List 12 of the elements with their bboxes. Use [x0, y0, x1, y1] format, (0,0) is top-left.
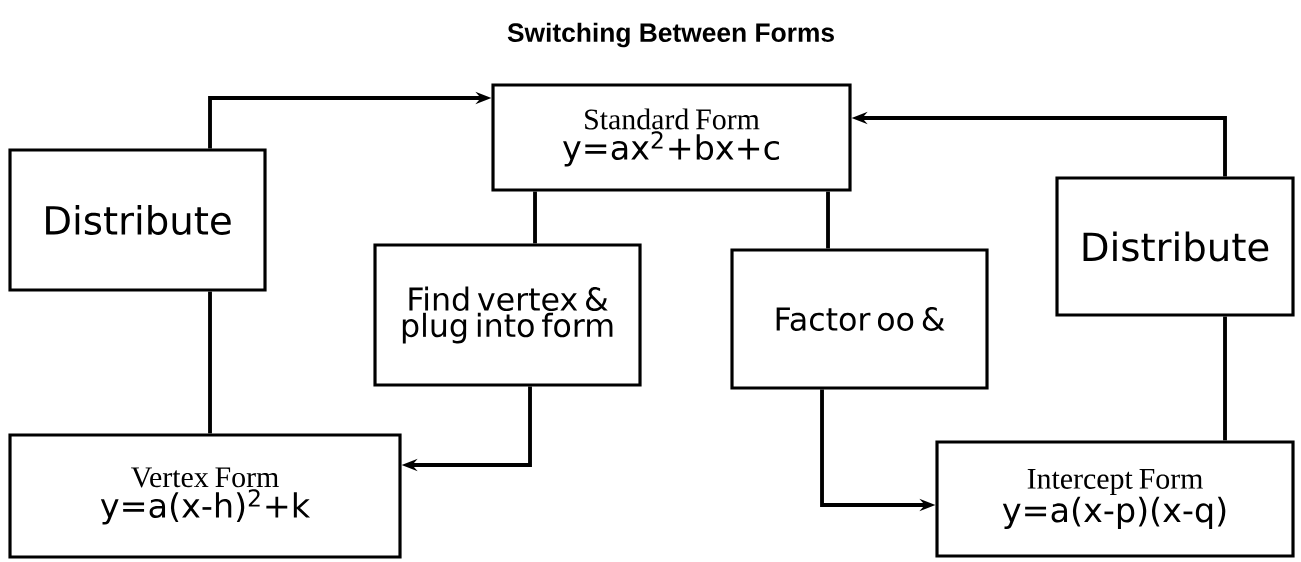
step-box: Factor oo &	[730, 248, 989, 390]
form-box: Standard Form y=ax$^{2}$+bx+c	[491, 83, 852, 192]
connector-line	[533, 191, 537, 244]
step-box: Find vertex & plug into form	[373, 243, 642, 387]
title: Switching Between Forms	[507, 22, 834, 48]
step-box: Distribute	[8, 148, 267, 292]
step-box: Distribute	[1055, 176, 1295, 317]
form-box: Intercept Form y=a(x-p)(x-q)	[935, 440, 1295, 558]
connector-line	[1223, 316, 1227, 441]
connector-line	[208, 291, 212, 434]
connector-line	[826, 191, 830, 249]
form-box: Vertex Form y=a(x-h)$^{2}$+k	[8, 433, 402, 559]
